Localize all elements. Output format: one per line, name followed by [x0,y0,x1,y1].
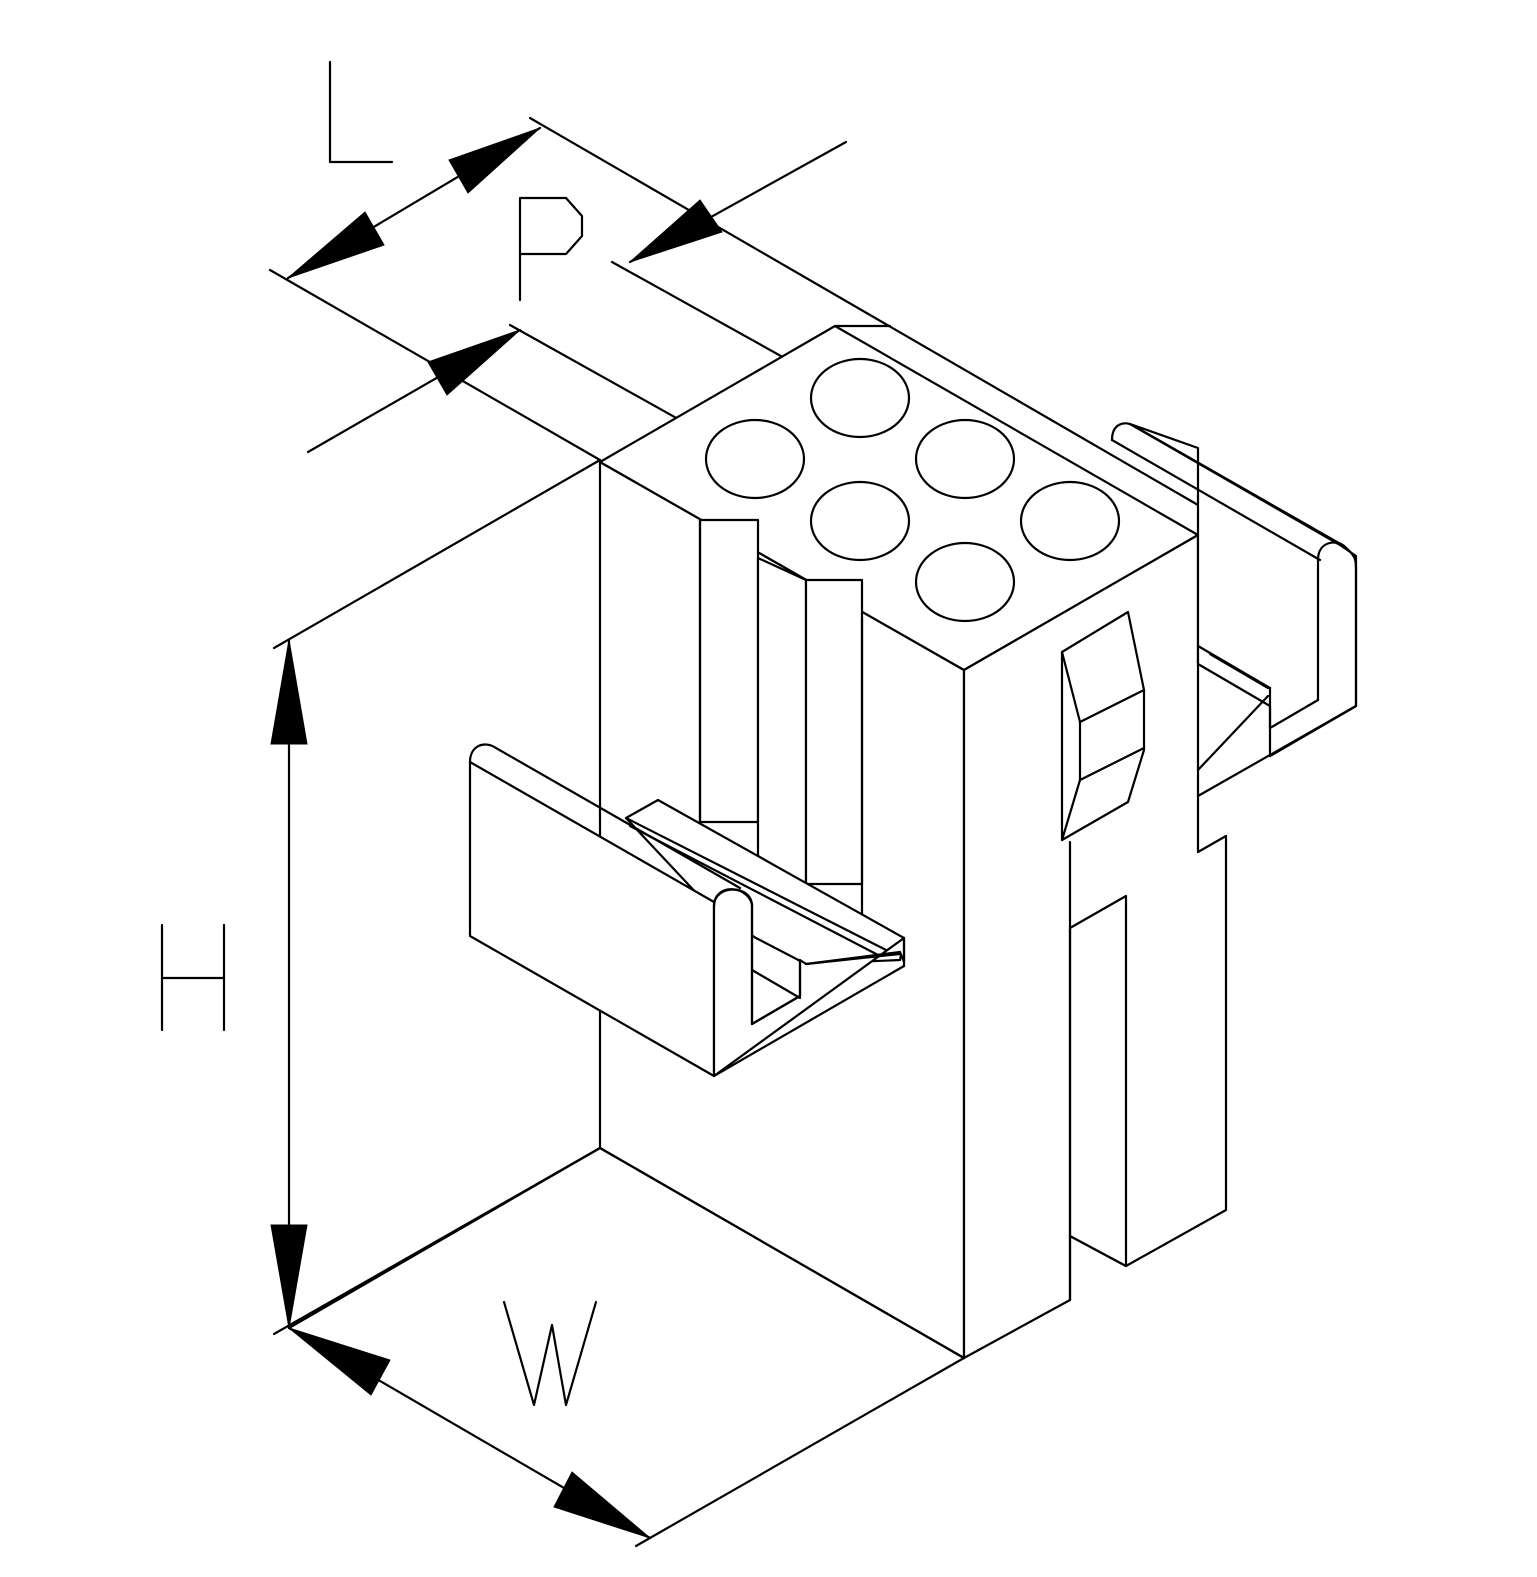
pin-holes [704,357,1121,623]
latch-left [468,743,906,1078]
extension-line-l-right [528,116,1200,507]
latch-right [1110,422,1358,798]
label-length: L [0,0,1,1]
arrowhead-h-bottom [270,1224,308,1329]
right-face-features [1060,610,1146,1302]
dimension-length [268,60,1200,507]
pin-hole-3 [914,418,1016,500]
extension-line-w-right [634,1356,966,1548]
arrowhead-p-right [629,199,723,263]
base-edges [287,1146,966,1360]
rib-left [698,518,760,824]
label-p-glyph [518,196,584,302]
pin-hole-5 [1019,480,1121,562]
extension-line-h-top [272,458,602,650]
left-face-ribs [698,518,864,918]
label-w-glyph [502,1300,598,1407]
arrowhead-l-left [287,211,385,279]
label-width: W [0,0,1,1]
arrowhead-w-right [553,1471,651,1539]
pin-hole-2 [704,418,806,500]
arrowhead-l-right [448,127,541,194]
dimension-width [287,1300,966,1548]
pin-hole-6 [914,541,1016,623]
dimension-pitch [306,140,862,464]
label-l-glyph [328,60,394,164]
arrowhead-p-left [427,329,521,396]
pin-hole-1 [809,357,911,439]
arrowhead-w-left [288,1327,391,1396]
dimension-height [160,458,602,1336]
label-height: H [0,0,1,1]
arrowhead-h-top [270,639,308,745]
label-h-glyph [160,923,226,1032]
pin-hole-4 [809,480,911,562]
rib-right [804,578,864,886]
rib-groove [756,556,808,886]
bottom-slot [1068,894,1128,1268]
label-pitch: P [0,0,1,1]
